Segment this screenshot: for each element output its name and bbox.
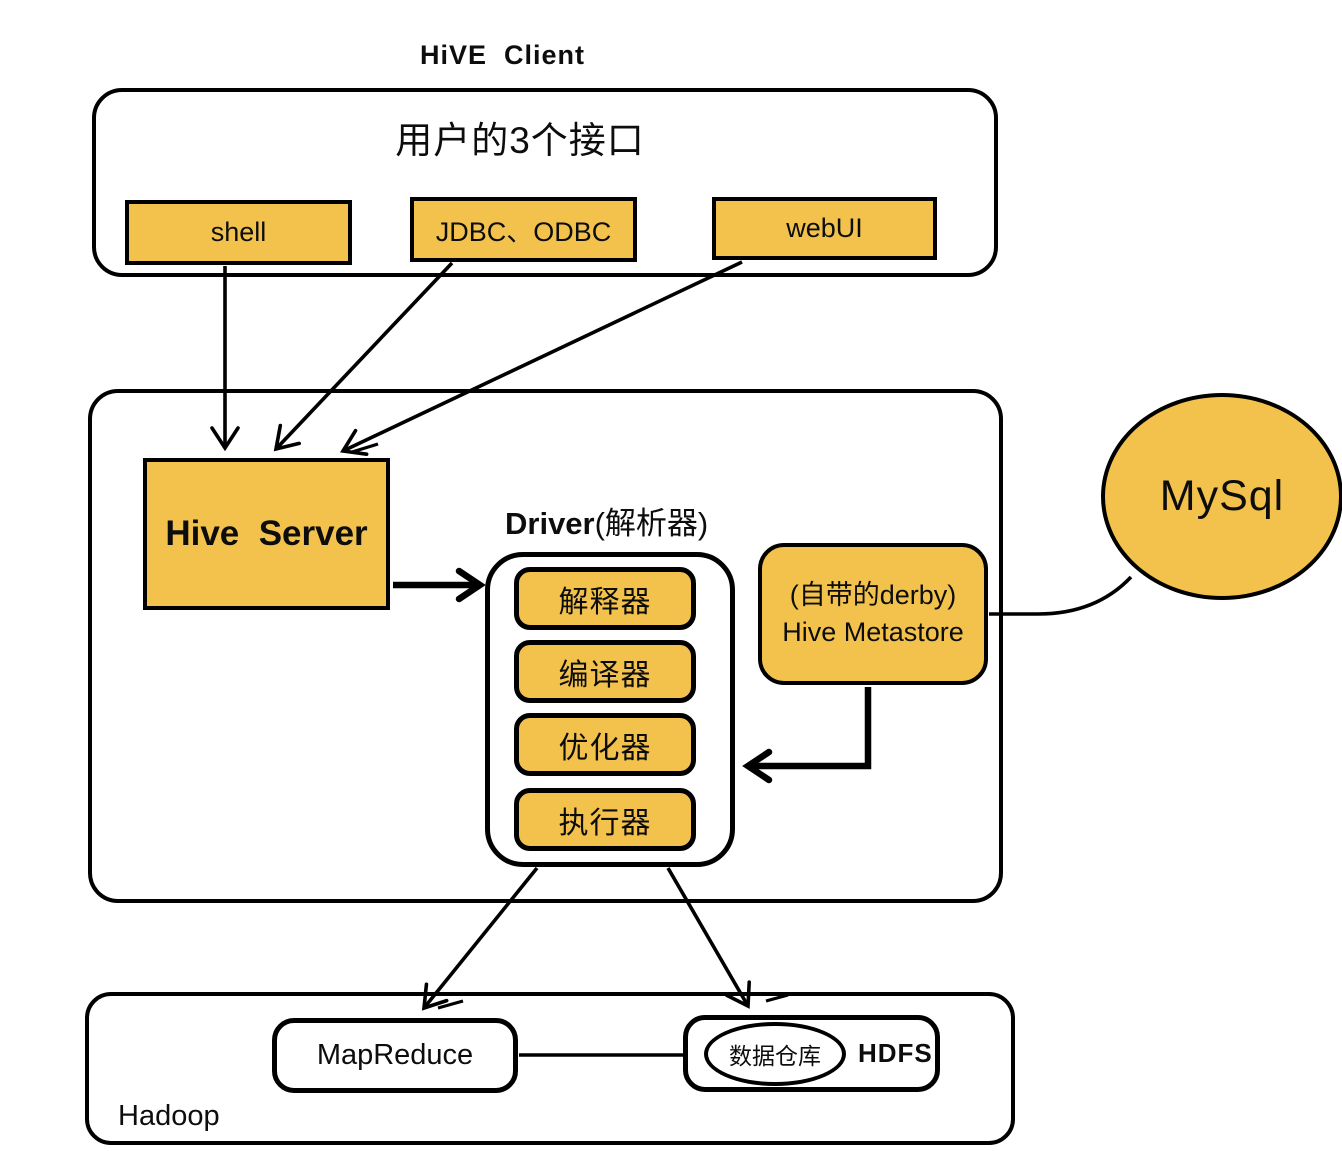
node-executor: 执行器	[514, 788, 696, 851]
webui-label: webUI	[786, 213, 863, 243]
node-hive-metastore: (自带的derby) Hive Metastore	[758, 543, 988, 685]
line-metastore-to-mysql	[989, 575, 1133, 616]
data-warehouse-ellipse: 数据仓库	[704, 1021, 846, 1086]
driver-label: Driver(解析器)	[505, 498, 708, 543]
node-jdbc-odbc: JDBC、ODBC	[410, 197, 637, 262]
client-heading: 用户的3个接口	[395, 120, 645, 161]
node-mysql: MySql	[1101, 393, 1342, 600]
hive-server-label: Hive Server	[165, 514, 368, 553]
node-mapreduce: MapReduce	[272, 1018, 518, 1093]
node-interpreter: 解释器	[514, 567, 696, 630]
compiler-label: 编译器	[558, 658, 652, 692]
node-webui: webUI	[712, 197, 937, 260]
optimizer-label: 优化器	[558, 731, 652, 765]
hdfs-label: HDFS	[858, 1038, 933, 1068]
shell-label: shell	[210, 217, 267, 247]
node-compiler: 编译器	[514, 640, 696, 703]
jdbc-odbc-label: JDBC、ODBC	[435, 217, 612, 247]
node-shell: shell	[125, 200, 352, 265]
metastore-derby-label: (自带的derby)	[789, 580, 957, 610]
metastore-name-label: Hive Metastore	[782, 617, 964, 647]
node-hdfs: 数据仓库 HDFS	[683, 1015, 940, 1092]
driver-name: Driver	[505, 506, 595, 541]
executor-label: 执行器	[558, 806, 652, 840]
mapreduce-label: MapReduce	[316, 1039, 474, 1071]
diagram-title: HiVE Client	[420, 40, 586, 70]
mysql-label: MySql	[1159, 472, 1285, 520]
hadoop-container	[85, 992, 1015, 1145]
interpreter-label: 解释器	[558, 585, 652, 619]
data-warehouse-label: 数据仓库	[729, 1042, 821, 1069]
driver-annotation: (解析器)	[594, 506, 709, 541]
hadoop-label: Hadoop	[118, 1100, 220, 1132]
node-hive-server: Hive Server	[143, 458, 390, 610]
node-optimizer: 优化器	[514, 713, 696, 776]
